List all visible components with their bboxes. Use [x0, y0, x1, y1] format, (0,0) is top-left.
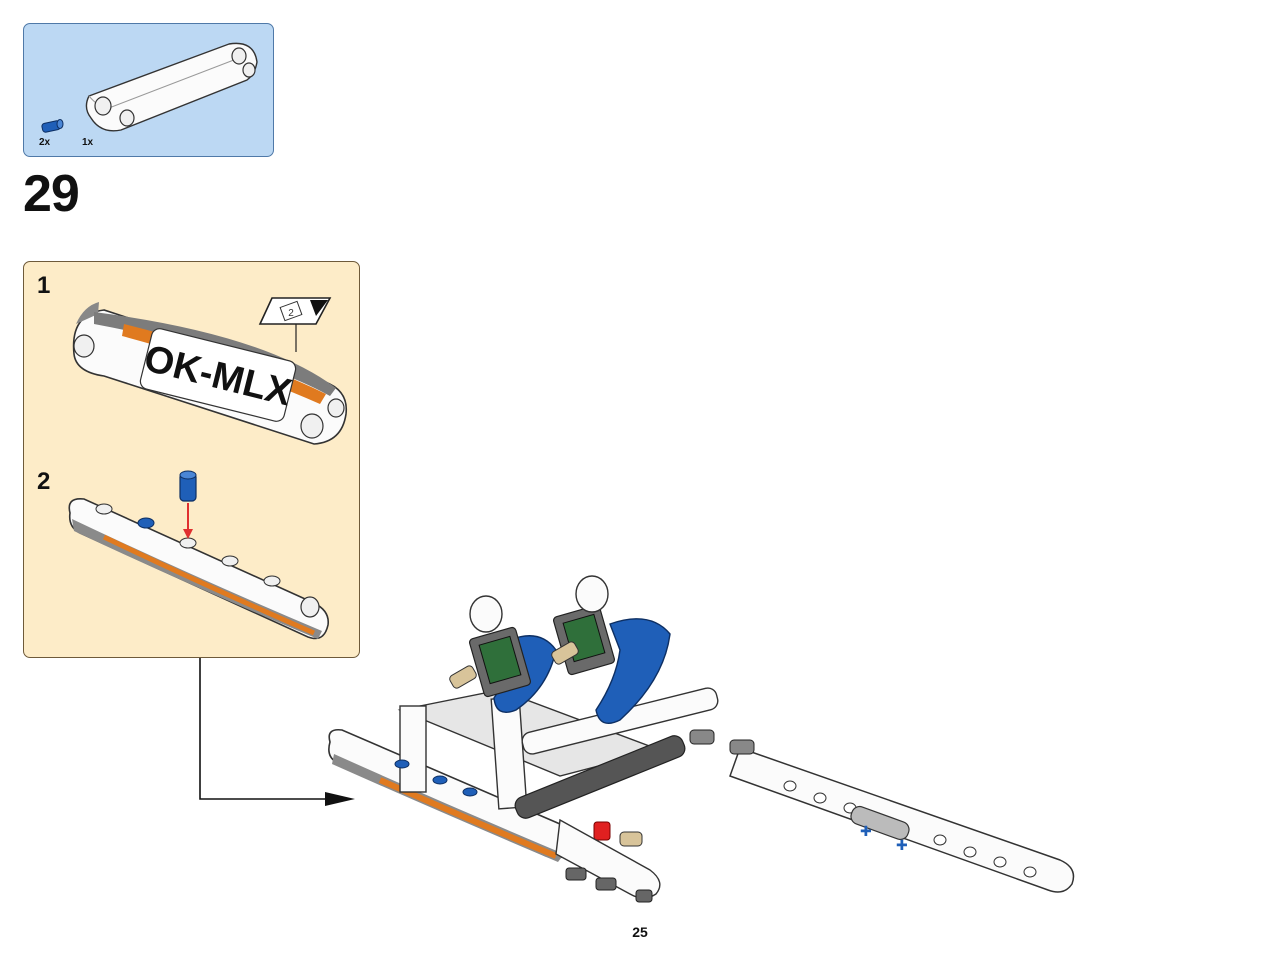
sticker-sheet-number: 2	[288, 308, 294, 319]
panel-with-pin	[68, 470, 330, 640]
substep-2-number: 2	[37, 468, 51, 495]
sticker-sheet-icon: 2	[258, 297, 332, 352]
pin-quantity: 2x	[39, 137, 51, 148]
callout-arrow	[199, 658, 355, 806]
svg-text:✚: ✚	[860, 824, 872, 840]
substep-box: 1 2 OK-MLX 2	[23, 261, 360, 658]
svg-text:✚: ✚	[896, 838, 908, 854]
blue-pin-icon	[41, 119, 64, 133]
white-panel-icon	[85, 42, 258, 132]
model-assembly: ✚ ✚	[328, 575, 1075, 903]
substep-1-number: 1	[37, 272, 51, 299]
panel-quantity: 1x	[82, 137, 94, 148]
page-number: 25	[632, 924, 648, 940]
parts-list-box: 2x 1x	[23, 23, 274, 157]
panel-with-sticker: OK-MLX	[72, 302, 348, 445]
step-number: 29	[23, 165, 80, 223]
